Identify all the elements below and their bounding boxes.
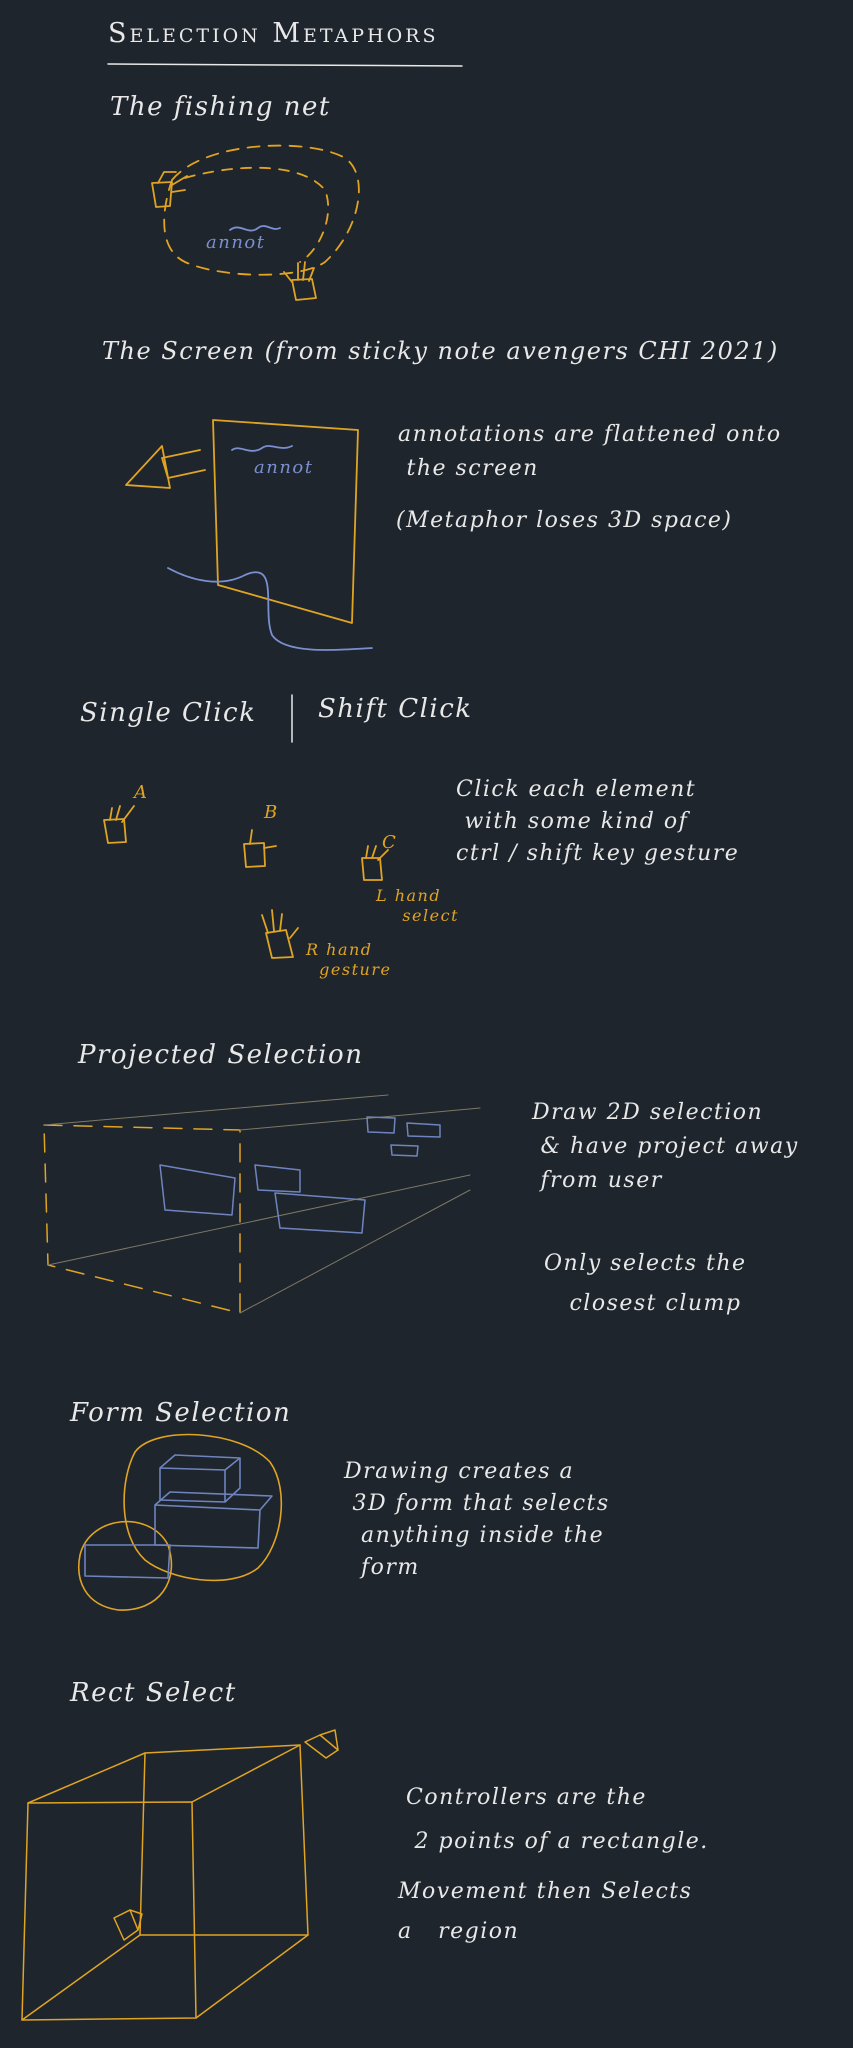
- rect-front-face: [21, 1801, 197, 2021]
- form-boxes: [84, 1454, 273, 1579]
- page-title: Selection Metaphors: [108, 18, 439, 49]
- net-annot-squiggle: [229, 225, 281, 232]
- projection-frustum-left: [43, 1124, 241, 1314]
- screen-cord: [167, 567, 373, 651]
- element-label-b: B: [264, 802, 279, 823]
- form-circle-outline: [78, 1520, 173, 1611]
- screen-annot-squiggle: [231, 445, 293, 452]
- title-underline: [107, 63, 463, 67]
- rect-back-face: [139, 1744, 309, 1936]
- fishing-net-heading: The fishing net: [110, 92, 331, 122]
- screen-note-metaphor: (Metaphor loses 3D space): [396, 508, 733, 533]
- screen-panel: [212, 419, 359, 624]
- projected-selection-drawing: [43, 1094, 481, 1314]
- fishing-net-drawing: [151, 144, 360, 301]
- form-blob-outline: [123, 1433, 283, 1582]
- single-click-heading: Single Click: [80, 698, 257, 728]
- form-selection-drawing: [78, 1433, 283, 1611]
- projected-heading: Projected Selection: [78, 1040, 364, 1070]
- fishing-net-annot-label: annot: [206, 232, 266, 253]
- net-inner-curve: [184, 166, 330, 263]
- top-controller-icon: [304, 1729, 339, 1759]
- rect-note: Controllers are the 2 points of a rectan…: [406, 1785, 709, 1854]
- left-hand-icon: [151, 171, 188, 208]
- screen-arrow: [125, 445, 206, 489]
- screen-annot-label: annot: [254, 457, 314, 478]
- bottom-controller-icon: [113, 1909, 143, 1941]
- net-ellipse: [163, 144, 360, 276]
- rect-select-drawing: [21, 1729, 339, 2021]
- hand-b-icon: [243, 829, 277, 868]
- l-hand-label: L hand select: [376, 886, 459, 925]
- hand-r-icon: [261, 909, 299, 959]
- projected-note-closest: Only selects the closest clump: [544, 1251, 747, 1316]
- projected-note: Draw 2D selection & have project away fr…: [532, 1100, 799, 1193]
- shift-click-heading: Shift Click: [318, 694, 473, 724]
- single-click-note: Click each element with some kind of ctr…: [456, 777, 740, 866]
- right-hand-icon: [283, 261, 317, 301]
- element-label-a: A: [134, 782, 149, 803]
- form-heading: Form Selection: [70, 1398, 292, 1428]
- form-note: Drawing creates a 3D form that selects a…: [344, 1459, 610, 1580]
- rect-edges: [21, 1744, 309, 2021]
- hand-c-icon: [361, 845, 389, 881]
- r-hand-label: R hand gesture: [306, 940, 392, 979]
- rect-heading: Rect Select: [70, 1678, 237, 1708]
- single-click-drawing: [103, 805, 389, 959]
- projected-boxes: [159, 1116, 441, 1234]
- projection-lines: [43, 1094, 481, 1314]
- rect-note-movement: Movement then Selects a region: [398, 1879, 693, 1944]
- screen-heading: The Screen (from sticky note avengers CH…: [102, 337, 779, 365]
- screen-note: annotations are flattened onto the scree…: [398, 422, 782, 481]
- screen-drawing: [125, 419, 373, 651]
- hand-a-icon: [103, 805, 135, 844]
- element-label-c: C: [382, 832, 398, 853]
